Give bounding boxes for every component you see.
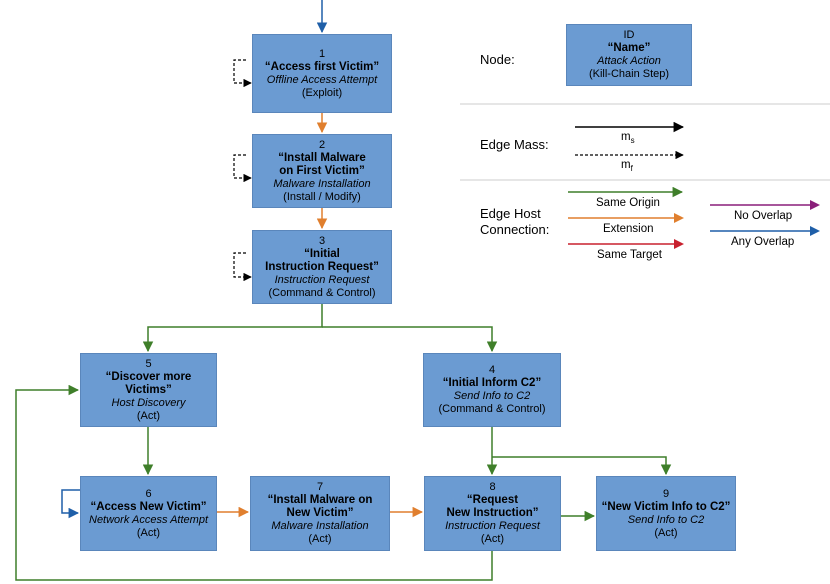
node-5: 5 “Discover more Victims” Host Discovery… (80, 353, 217, 427)
node-step: (Exploit) (301, 86, 343, 99)
node-action: Send Info to C2 (627, 513, 705, 526)
node-action: Host Discovery (111, 396, 186, 409)
legend-edge-host-label: Edge Host Connection: (480, 206, 550, 237)
node-name: “Access first Victim” (264, 60, 380, 73)
legend-m-f: mf (621, 159, 633, 173)
node-action: Instruction Request (445, 520, 540, 532)
node-id: 6 (145, 487, 152, 500)
legend-node-step: (Kill-Chain Step) (588, 68, 670, 80)
node-action: Send Info to C2 (453, 390, 531, 402)
edge-4-to-9 (492, 456, 672, 476)
node-step: (Act) (136, 409, 161, 422)
node-id: 7 (316, 481, 324, 493)
node-id: 9 (662, 487, 670, 500)
node-action: Network Access Attempt (89, 513, 208, 526)
node-4: 4 “Initial Inform C2” Send Info to C2 (C… (423, 353, 561, 427)
edge-self-loop-3 (233, 252, 252, 282)
node-action: Instruction Request (274, 273, 370, 286)
legend-same-target-label: Same Target (597, 249, 662, 261)
node-id: 4 (488, 364, 496, 376)
node-action: Offline Access Attempt (266, 73, 378, 86)
edge-3-to-4 (322, 326, 498, 353)
node-id: 1 (318, 47, 326, 60)
node-name: “Initial Inform C2” (442, 377, 542, 389)
legend-extension-label: Extension (603, 223, 654, 235)
legend-node-action: Attack Action (597, 55, 661, 67)
edge-8-to-5-loop (15, 384, 493, 581)
node-step: (Act) (480, 533, 505, 545)
node-action: Malware Installation (271, 520, 369, 532)
legend-edge-mass-label: Edge Mass: (480, 137, 549, 152)
edge-self-loop-1 (233, 59, 252, 88)
edge-3-to-5 (142, 304, 323, 353)
legend-same-origin-label: Same Origin (596, 197, 660, 209)
legend-node-id: ID (623, 29, 635, 41)
node-id: 3 (318, 234, 326, 247)
legend-node-label: Node: (480, 52, 515, 67)
node-1: 1 “Access first Victim” Offline Access A… (252, 34, 392, 113)
legend-any-overlap-label: Any Overlap (731, 236, 795, 248)
node-step: (Act) (654, 526, 678, 539)
node-action: Malware Installation (273, 177, 371, 190)
node-6: 6 “Access New Victim” Network Access Att… (80, 476, 217, 551)
edge-self-loop-6 (61, 489, 80, 519)
node-step: (Command & Control) (268, 286, 376, 299)
node-id: 5 (145, 357, 152, 370)
node-9: 9 “New Victim Info to C2” Send Info to C… (596, 476, 736, 551)
node-id: 8 (489, 481, 496, 493)
node-name: “Discover more Victims” (105, 370, 192, 396)
legend-node-name: “Name” (607, 42, 651, 54)
node-name: “Access New Victim” (90, 500, 207, 513)
node-name: “New Victim Info to C2” (601, 500, 731, 513)
node-step: (Command & Control) (438, 403, 546, 415)
node-id: 2 (318, 138, 326, 151)
legend-m-s: ms (621, 131, 635, 145)
legend-no-overlap-label: No Overlap (734, 210, 793, 222)
edge-self-loop-2 (233, 154, 252, 183)
legend-node-example: ID “Name” Attack Action (Kill-Chain Step… (566, 24, 692, 86)
node-step: (Act) (136, 526, 161, 539)
node-step: (Act) (308, 533, 332, 545)
node-step: (Install / Modify) (283, 190, 361, 203)
